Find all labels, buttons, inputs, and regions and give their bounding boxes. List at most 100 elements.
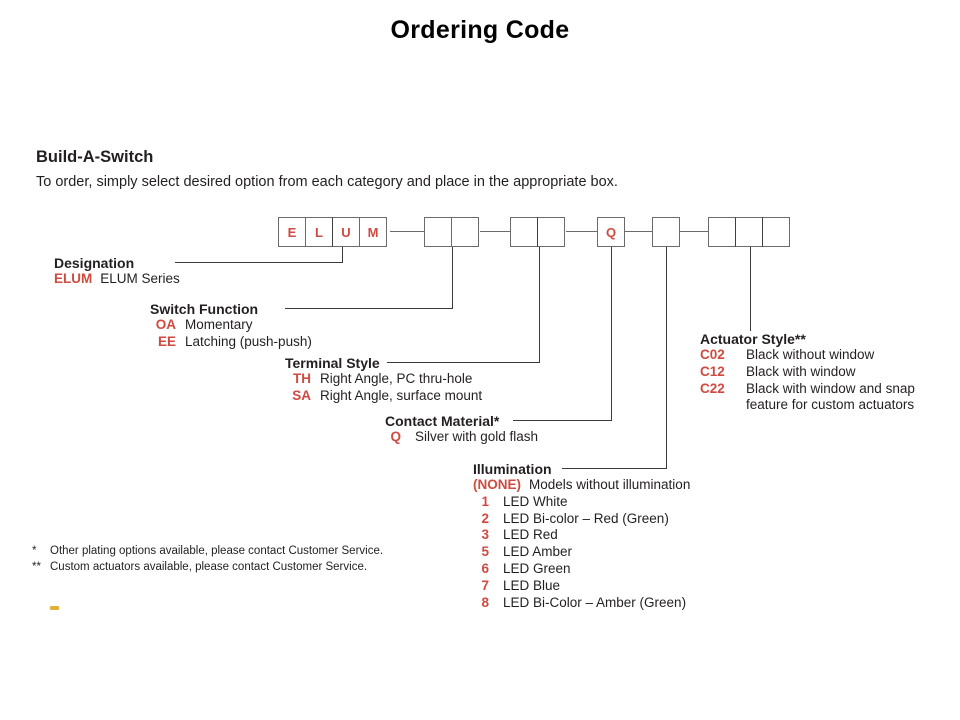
code-group-contact-material[interactable]: Q [597, 217, 625, 247]
code-cell-terminal-style-2[interactable] [537, 217, 565, 247]
code-cell-q[interactable]: Q [597, 217, 625, 247]
callout-illumination: Illumination (NONE) Models without illum… [473, 461, 690, 611]
code-cell-switch-function-2[interactable] [451, 217, 479, 247]
option-desc: ELUM Series [100, 271, 180, 286]
option-code: 2 [481, 510, 489, 526]
option-row: (NONE) Models without illumination [473, 477, 690, 494]
callout-actuator-style-title: Actuator Style** [700, 331, 806, 347]
option-desc: Black with window and snap [746, 380, 915, 396]
option-desc: Momentary [185, 317, 253, 332]
code-cell-actuator-2[interactable] [735, 217, 763, 247]
footnote-mark: * [32, 545, 37, 557]
option-desc: Black with window [746, 363, 856, 379]
option-desc: Right Angle, PC thru-hole [320, 371, 473, 386]
option-desc: LED Amber [503, 544, 573, 560]
footnote-row: ** Custom actuators available, please co… [32, 559, 383, 575]
connector-5 [680, 231, 708, 232]
option-row: C02 Black without window [700, 347, 915, 364]
leader-switch-function-vertical [452, 247, 453, 309]
option-desc: Right Angle, surface mount [320, 387, 483, 403]
option-desc: Models without illumination [529, 477, 691, 492]
leader-designation-horizontal [175, 262, 343, 263]
footnote-mark: ** [32, 561, 41, 573]
option-row: Q Silver with gold flash [385, 429, 538, 446]
option-row: C22 Black with window and snap [700, 381, 915, 398]
option-desc: LED Green [503, 560, 571, 576]
code-group-terminal-style[interactable] [510, 217, 565, 247]
code-cell-e[interactable]: E [278, 217, 306, 247]
connector-3 [566, 231, 597, 232]
build-a-switch-subtitle: To order, simply select desired option f… [36, 174, 618, 190]
option-code: C22 [700, 380, 725, 396]
option-code: TH [293, 371, 311, 386]
option-code: 8 [481, 594, 489, 610]
code-cell-m[interactable]: M [359, 217, 387, 247]
artifact-mark [50, 606, 59, 610]
callout-contact-material: Contact Material* Q Silver with gold fla… [385, 413, 538, 446]
option-desc: Silver with gold flash [415, 429, 539, 444]
option-row: TH Right Angle, PC thru-hole [285, 371, 482, 388]
code-group-designation[interactable]: E L U M [278, 217, 387, 247]
footnote-text: Other plating options available, please … [50, 545, 384, 557]
callout-terminal-style: Terminal Style TH Right Angle, PC thru-h… [285, 355, 482, 405]
leader-contact-material-vertical [611, 247, 612, 421]
option-code: 7 [481, 577, 489, 593]
option-code: 1 [481, 493, 489, 509]
connector-2 [480, 231, 510, 232]
code-group-illumination[interactable] [652, 217, 680, 247]
option-row: EE Latching (push-push) [150, 334, 312, 351]
connector-1 [390, 231, 424, 232]
footnote-row: * Other plating options available, pleas… [32, 543, 383, 559]
option-row: 3 LED Red [473, 527, 690, 544]
footnotes: * Other plating options available, pleas… [32, 543, 383, 575]
callout-switch-function-title: Switch Function [150, 301, 259, 317]
option-code: 3 [481, 527, 489, 543]
code-group-switch-function[interactable] [424, 217, 479, 247]
code-cell-actuator-3[interactable] [762, 217, 790, 247]
option-row: ELUM ELUM Series [54, 271, 180, 288]
callout-terminal-style-title: Terminal Style [285, 355, 380, 371]
callout-switch-function: Switch Function OA Momentary EE Latching… [150, 301, 312, 351]
option-desc: LED White [503, 493, 568, 509]
code-cell-terminal-style-1[interactable] [510, 217, 538, 247]
code-cell-illumination[interactable] [652, 217, 680, 247]
code-group-actuator-style[interactable] [708, 217, 790, 247]
option-code: OA [155, 317, 176, 332]
callout-actuator-style: Actuator Style** C02 Black without windo… [700, 331, 915, 414]
code-cell-l[interactable]: L [305, 217, 333, 247]
leader-actuator-style-vertical [750, 247, 751, 331]
callout-contact-material-title: Contact Material* [385, 413, 500, 429]
option-code: EE [157, 333, 176, 349]
callout-designation-title: Designation [54, 255, 135, 271]
footnote-text: Custom actuators available, please conta… [50, 561, 368, 573]
option-row: 1 LED White [473, 494, 690, 511]
option-desc: Black without window [746, 347, 875, 362]
option-code: C12 [700, 363, 725, 379]
code-cell-u[interactable]: U [332, 217, 360, 247]
option-code: 6 [481, 560, 489, 576]
option-desc: LED Bi-Color – Amber (Green) [503, 594, 687, 610]
option-row: 5 LED Amber [473, 544, 690, 561]
code-cell-switch-function-1[interactable] [424, 217, 452, 247]
callout-illumination-title: Illumination [473, 461, 552, 477]
connector-4 [625, 231, 652, 232]
leader-terminal-style-vertical [539, 247, 540, 363]
option-row: 8 LED Bi-Color – Amber (Green) [473, 595, 690, 612]
leader-designation-vertical [342, 247, 343, 263]
leader-illumination-vertical [666, 247, 667, 469]
build-a-switch-heading: Build-A-Switch [36, 148, 154, 166]
option-row: SA Right Angle, surface mount [285, 388, 482, 405]
code-cell-actuator-1[interactable] [708, 217, 736, 247]
option-code: C02 [700, 347, 725, 362]
option-code: ELUM [54, 271, 93, 286]
option-code: SA [292, 387, 311, 403]
callout-actuator-style-continuation: feature for custom actuators [746, 397, 915, 413]
option-desc: LED Blue [503, 577, 561, 593]
callout-designation: Designation ELUM ELUM Series [54, 255, 180, 288]
option-row: OA Momentary [150, 317, 312, 334]
option-code: (NONE) [473, 477, 521, 492]
option-row: 6 LED Green [473, 561, 690, 578]
option-code: 5 [481, 544, 489, 560]
option-desc: LED Bi-color – Red (Green) [503, 510, 669, 526]
option-row: 2 LED Bi-color – Red (Green) [473, 511, 690, 528]
